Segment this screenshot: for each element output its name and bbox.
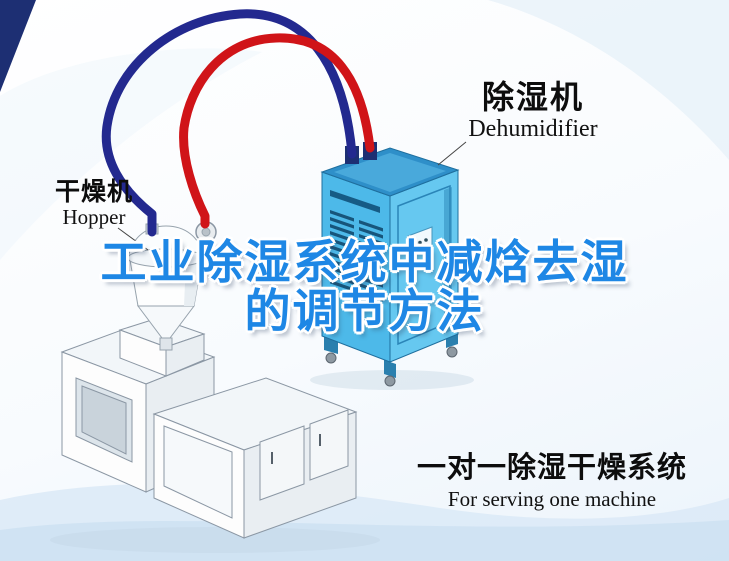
caster-right xyxy=(446,346,458,358)
door-hinge-strip xyxy=(444,187,452,334)
hopper-label: 干燥机 Hopper xyxy=(42,178,146,229)
caption: 一对一除湿干燥系统 For serving one machine xyxy=(402,452,702,512)
hopper-rim xyxy=(127,248,205,268)
caption-en: For serving one machine xyxy=(447,487,657,512)
hopper-label-en: Hopper xyxy=(62,205,126,229)
corner-triangle xyxy=(0,0,36,92)
control-dot-3 xyxy=(424,238,428,242)
dehumidifier-pointer-line xyxy=(437,141,467,166)
hopper-label-cn: 干燥机 xyxy=(54,178,133,206)
dehumidifier-label-cn: 除湿机 xyxy=(481,79,584,115)
control-dot-2 xyxy=(418,240,422,245)
hopper-pointer-line xyxy=(117,227,149,251)
page-title-line-2: 的调节方法 xyxy=(244,284,485,337)
hopper-throat xyxy=(159,337,173,351)
extruder-front-panel xyxy=(163,425,233,519)
hopper-unit xyxy=(127,221,217,351)
hopper-body-shade xyxy=(184,260,202,306)
page-title: 工业除湿系统中减焓去湿 的调节方法 xyxy=(0,238,729,336)
pedestal-side xyxy=(165,333,205,377)
caption-cn: 一对一除湿干燥系统 xyxy=(416,452,687,484)
caster-left xyxy=(325,352,337,364)
extruder-recess-inner xyxy=(81,385,127,455)
extruder-machine xyxy=(60,317,358,539)
control-dot-1 xyxy=(412,243,416,247)
brand-strip xyxy=(330,190,380,213)
top-left-sweep xyxy=(0,48,262,261)
top-right-sweep xyxy=(488,0,729,160)
dehumidifier-label-en: Dehumidifier xyxy=(468,115,598,142)
pointer-lines xyxy=(117,141,467,251)
cabinet-top-inset xyxy=(334,153,446,192)
vent-grille xyxy=(330,210,383,302)
foot-front xyxy=(384,360,396,378)
blower-hub xyxy=(201,227,211,237)
hot-air-pipe xyxy=(179,33,375,229)
caster-front xyxy=(384,375,396,387)
page-title-line-1: 工业除湿系统中减焓去湿 xyxy=(100,236,629,288)
extruder-side-panel-1 xyxy=(259,425,305,501)
extruder-shadow xyxy=(50,527,380,553)
dehumidifier-unit xyxy=(320,142,460,387)
bottom-band-2 xyxy=(0,520,729,561)
extruder-side-panel-2 xyxy=(309,409,349,481)
dehumidifier-label: 除湿机 Dehumidifier xyxy=(448,79,618,142)
pipes xyxy=(101,9,375,237)
